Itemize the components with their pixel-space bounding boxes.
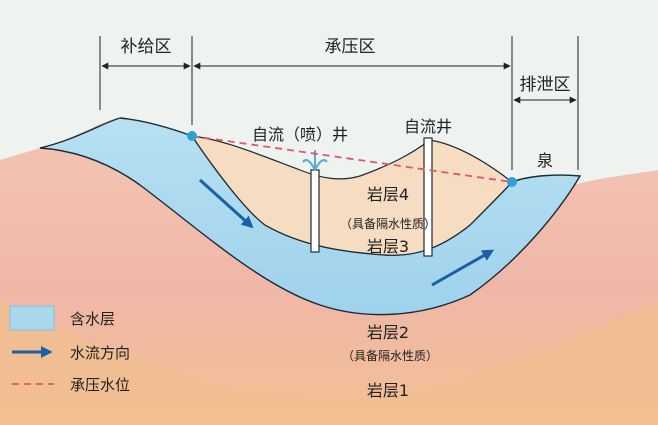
flow-arrow-left: [198, 178, 254, 229]
legend-aquifer-label: 含水层: [70, 310, 115, 328]
spring-point: [507, 177, 517, 187]
legend-water-level-label: 承压水位: [70, 376, 130, 394]
confined-water-level-line: [191, 135, 513, 183]
zone-label-recharge: 补给区: [121, 37, 172, 57]
rock-layer-1: [0, 300, 658, 425]
artesian-spouting-well: [310, 169, 320, 253]
flow-arrow-right: [431, 249, 495, 287]
artesian-well: [423, 137, 433, 257]
layer3-label: 岩层3: [367, 237, 409, 256]
zone-label-discharge: 排泄区: [520, 75, 571, 95]
well-label-artesian-spouting: 自流（喷）井: [252, 125, 348, 144]
legend-flow-label: 水流方向: [70, 344, 130, 362]
spring-label: 泉: [537, 151, 553, 170]
well-label-artesian: 自流井: [404, 117, 452, 136]
legend-aquifer-swatch: [9, 305, 55, 331]
layer4-label: 岩层4: [367, 185, 409, 204]
legend: 含水层 水流方向 承压水位: [9, 305, 130, 394]
layer1-label: 岩层1: [367, 381, 409, 400]
spouting-water: [302, 150, 328, 171]
zone-label-confined: 承压区: [325, 37, 376, 57]
layer2-label: 岩层2: [367, 323, 409, 342]
layer2-note: （具备隔水性质）: [342, 349, 438, 363]
recharge-point: [187, 131, 197, 141]
layer34-note: （具备隔水性质）: [340, 217, 436, 231]
